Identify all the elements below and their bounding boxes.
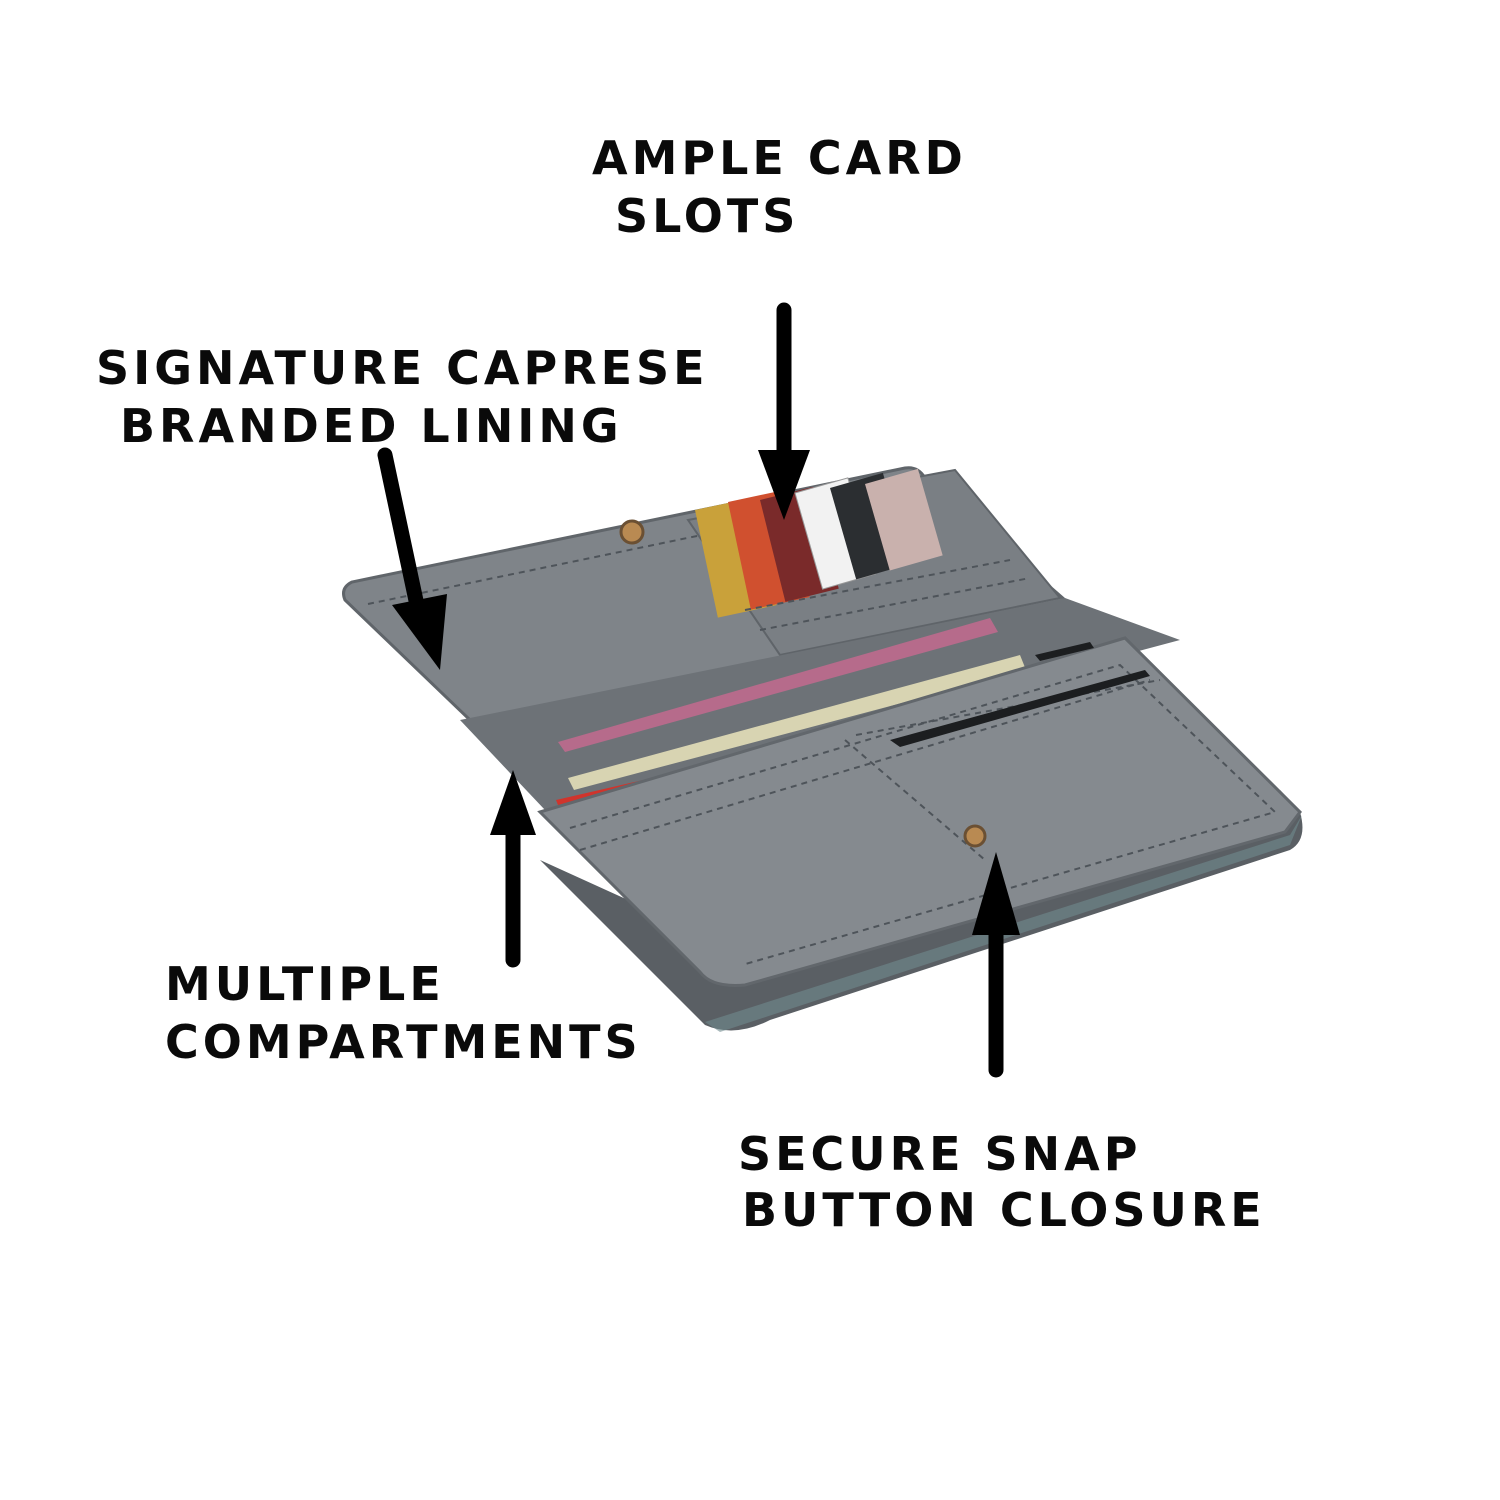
callout-card-slots-line2: SLOTS [615,189,799,243]
banknote [558,618,998,752]
snap-button-icon [619,519,645,545]
wallet-illustration [342,466,1303,1032]
callout-lining-line1: SIGNATURE CAPRESE [96,341,709,395]
callout-compartments-line2: COMPARTMENTS [165,1015,642,1069]
callout-closure-line2: BUTTON CLOSURE [742,1183,1266,1237]
arrow-lining [377,447,447,670]
callout-card-slots-line1: AMPLE CARD [592,131,967,185]
cards-group [695,468,943,618]
snap-button-icon [963,824,987,848]
money-pocket [460,598,1180,810]
arrow-compartments [490,770,536,968]
front-right-flap [537,636,1302,987]
pocket-opening [890,670,1150,747]
card [865,468,943,571]
pocket-opening [1035,642,1094,661]
banknote [568,655,1026,790]
wallet-bottom-edge [705,815,1302,1032]
arrow-closure [972,852,1020,1078]
arrow-card-slots [758,302,810,520]
callout-compartments-line1: MULTIPLE [165,957,445,1011]
callout-closure-line1: SECURE SNAP [738,1127,1141,1181]
callout-lining-line2: BRANDED LINING [120,399,623,453]
